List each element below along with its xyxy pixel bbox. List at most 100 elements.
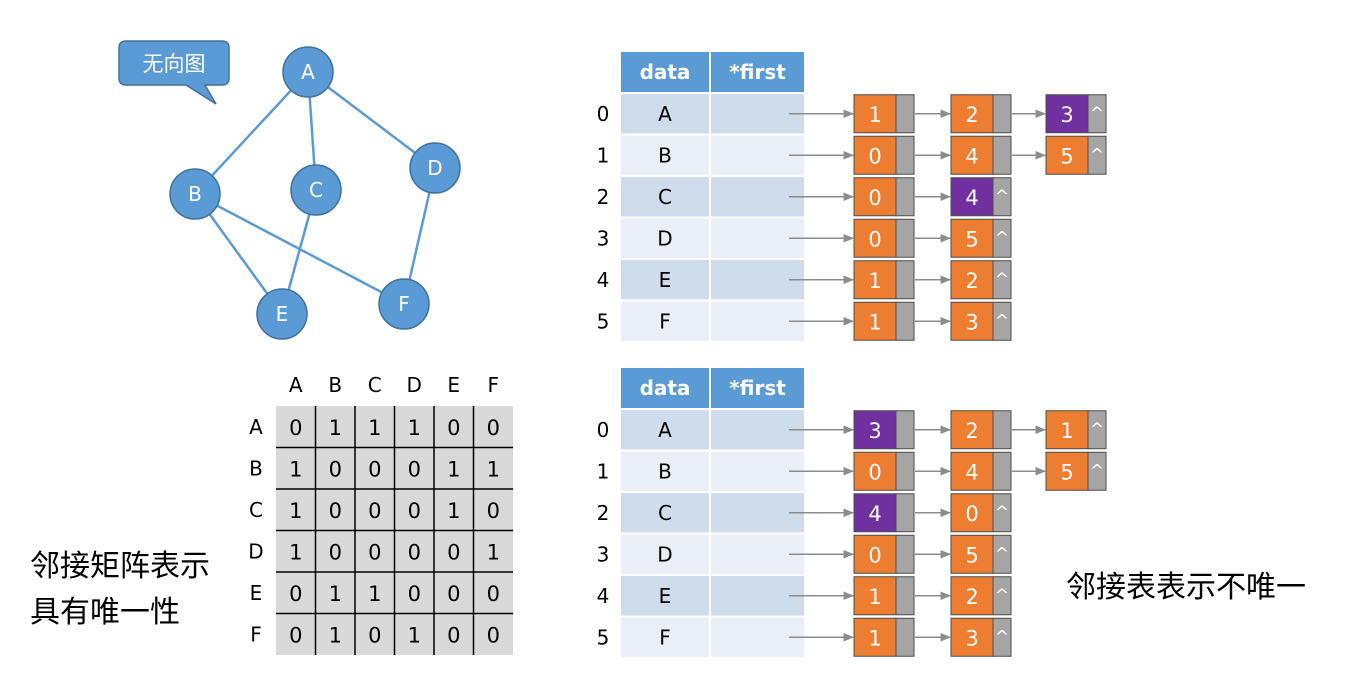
matrix-col-header: B bbox=[328, 373, 342, 397]
list-node-value-box bbox=[950, 218, 994, 258]
vertex-cell bbox=[621, 135, 709, 175]
matrix-caption-line1: 邻接矩阵表示 bbox=[30, 549, 210, 584]
vertex-cell bbox=[621, 218, 709, 258]
matrix-cell: 0 bbox=[447, 623, 460, 647]
vertex-label: A bbox=[658, 102, 672, 126]
graph-node-C: C bbox=[290, 164, 342, 216]
matrix-cell: 0 bbox=[408, 582, 421, 606]
list-node: 0 bbox=[853, 135, 952, 175]
node-label: F bbox=[398, 292, 410, 316]
matrix-cell: 0 bbox=[408, 540, 421, 564]
list-node: 4^ bbox=[950, 177, 1012, 217]
first-pointer-cell bbox=[711, 177, 804, 217]
vertex-cell bbox=[621, 94, 709, 134]
matrix-cell: 0 bbox=[329, 540, 342, 564]
node-label: A bbox=[301, 60, 315, 84]
list-node-value-box bbox=[950, 135, 994, 175]
first-pointer-cell bbox=[711, 451, 804, 491]
matrix-col-header: D bbox=[407, 373, 422, 397]
first-pointer-cell bbox=[711, 301, 804, 341]
first-pointer-cell bbox=[711, 260, 804, 300]
list-node-value-box bbox=[853, 410, 897, 450]
first-pointer-cell bbox=[711, 218, 804, 258]
list-node-pointer-box bbox=[992, 260, 1012, 300]
edge-D-F bbox=[408, 192, 431, 280]
vertex-label: B bbox=[658, 459, 672, 483]
graph-edges bbox=[208, 86, 431, 295]
matrix-row-header: C bbox=[249, 498, 263, 522]
graph-node-A: A bbox=[282, 46, 334, 98]
matrix-col-header: E bbox=[447, 373, 460, 397]
list-node: 2 bbox=[950, 94, 1047, 134]
list-node-value: 0 bbox=[868, 144, 881, 168]
list-node: 1 bbox=[853, 301, 952, 341]
list-node: 0^ bbox=[950, 493, 1012, 533]
list-node-value: 2 bbox=[965, 103, 978, 127]
edge-A-B bbox=[211, 89, 292, 177]
null-pointer-symbol: ^ bbox=[995, 228, 1009, 248]
header-data-cell bbox=[621, 52, 709, 92]
first-pointer-cell bbox=[711, 617, 804, 657]
list-node-value: 1 bbox=[868, 310, 881, 334]
node-label: D bbox=[427, 156, 442, 180]
matrix-col-header: C bbox=[368, 373, 382, 397]
list-node-pointer-box bbox=[895, 576, 915, 616]
list-node: 1^ bbox=[1045, 410, 1107, 450]
list-node: 4 bbox=[950, 451, 1047, 491]
matrix-cell: 0 bbox=[487, 582, 500, 606]
matrix-cell: 0 bbox=[289, 416, 302, 440]
first-pointer-cell bbox=[711, 410, 804, 450]
matrix-cell: 0 bbox=[447, 416, 460, 440]
row-index: 5 bbox=[597, 309, 610, 333]
header-first-cell bbox=[711, 52, 804, 92]
node-circle bbox=[290, 164, 342, 216]
list-node-value-box bbox=[853, 576, 897, 616]
list-node-pointer-box bbox=[992, 576, 1012, 616]
vertex-label: F bbox=[659, 625, 671, 649]
matrix-cell: 0 bbox=[329, 499, 342, 523]
list-node: 0 bbox=[853, 177, 952, 217]
list-node: 1 bbox=[853, 94, 952, 134]
list-node-value-box bbox=[950, 410, 994, 450]
list-node: 0 bbox=[853, 218, 952, 258]
list-node-pointer-box bbox=[1087, 451, 1107, 491]
matrix-cell: 0 bbox=[329, 457, 342, 481]
list-node-value-box bbox=[1045, 451, 1089, 491]
row-index: 4 bbox=[597, 584, 610, 608]
matrix-cell: 1 bbox=[289, 540, 302, 564]
matrix-cell: 0 bbox=[447, 582, 460, 606]
list-node-pointer-box bbox=[992, 493, 1012, 533]
list-node-pointer-box bbox=[992, 617, 1012, 657]
matrix-row-header: A bbox=[249, 415, 263, 439]
list-node-pointer-box bbox=[895, 260, 915, 300]
list-node-value: 4 bbox=[965, 186, 978, 210]
graph-node-F: F bbox=[378, 278, 430, 330]
list-node-pointer-box bbox=[992, 534, 1012, 574]
vertex-cell bbox=[621, 617, 709, 657]
list-node-value: 0 bbox=[868, 227, 881, 251]
row-index: 3 bbox=[597, 542, 610, 566]
vertex-label: A bbox=[658, 418, 672, 442]
vertex-label: D bbox=[657, 542, 672, 566]
list-node-value-box bbox=[853, 493, 897, 533]
list-node-pointer-box bbox=[992, 177, 1012, 217]
matrix-cell: 0 bbox=[487, 623, 500, 647]
list-node: 1 bbox=[853, 576, 952, 616]
list-node-value: 4 bbox=[868, 502, 881, 526]
matrix-col-header: A bbox=[289, 373, 303, 397]
first-pointer-cell bbox=[711, 534, 804, 574]
null-pointer-symbol: ^ bbox=[995, 311, 1009, 331]
list-node-pointer-box bbox=[895, 135, 915, 175]
list-node: 5^ bbox=[1045, 135, 1107, 175]
list-node-value: 3 bbox=[965, 310, 978, 334]
list-node-pointer-box bbox=[895, 94, 915, 134]
list-node-value-box bbox=[853, 260, 897, 300]
matrix-cell: 0 bbox=[368, 623, 381, 647]
list-node-pointer-box bbox=[992, 410, 1012, 450]
matrix-cell: 1 bbox=[329, 416, 342, 440]
list-node: 0 bbox=[853, 534, 952, 574]
